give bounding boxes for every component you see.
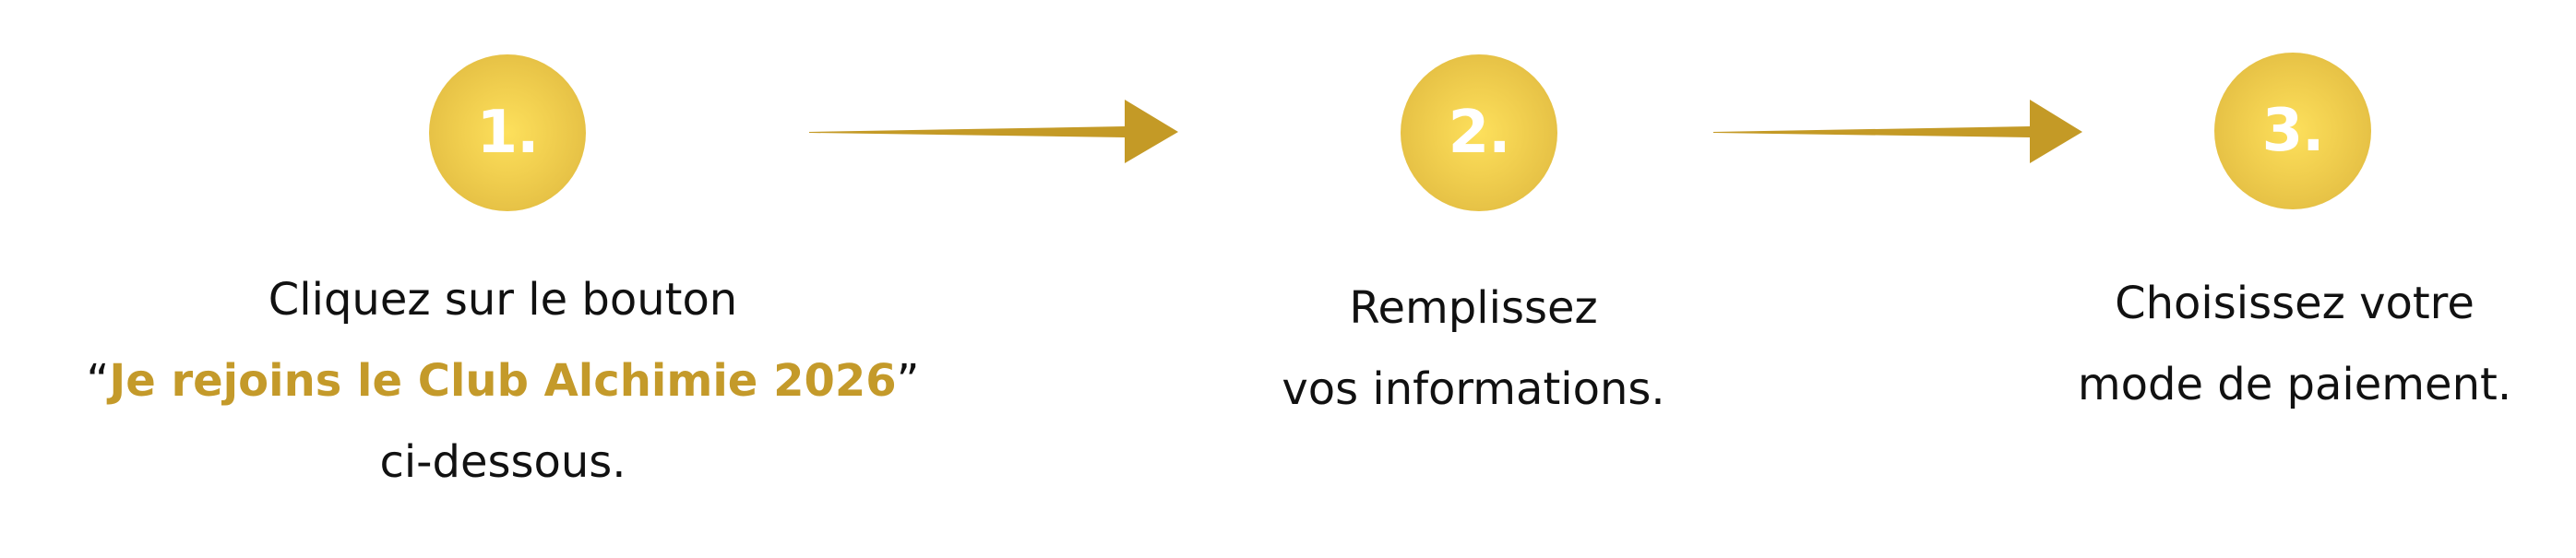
step-2-description: Remplissez vos informations. bbox=[1282, 267, 1664, 430]
step-2-badge: 2. bbox=[1401, 54, 1557, 211]
step-2-line-1: Remplissez bbox=[1349, 282, 1598, 334]
step-1-description: Cliquez sur le bouton “Je rejoins le Clu… bbox=[86, 259, 919, 503]
step-3-badge: 3. bbox=[2214, 53, 2371, 209]
close-quote: ” bbox=[896, 355, 920, 407]
step-3-line-1: Choisissez votre bbox=[2115, 278, 2475, 329]
arrow-right-icon bbox=[809, 100, 1178, 163]
step-3-line-2: mode de paiement. bbox=[2077, 359, 2512, 410]
step-3-description: Choisissez votre mode de paiement. bbox=[2078, 263, 2511, 425]
step-1-line-1: Cliquez sur le bouton bbox=[268, 274, 738, 326]
step-1-number: 1. bbox=[476, 99, 540, 167]
step-1-line-3: ci-dessous. bbox=[379, 436, 626, 488]
open-quote: “ bbox=[86, 355, 110, 407]
step-1-badge: 1. bbox=[429, 54, 586, 211]
step-3-number: 3. bbox=[2261, 97, 2325, 165]
club-button-name: Je rejoins le Club Alchimie 2026 bbox=[109, 355, 897, 407]
step-1-line-2: “Je rejoins le Club Alchimie 2026” bbox=[86, 340, 919, 421]
step-2-line-2: vos informations. bbox=[1282, 363, 1665, 415]
arrow-right-icon bbox=[1713, 100, 2082, 163]
step-2-number: 2. bbox=[1448, 99, 1511, 167]
